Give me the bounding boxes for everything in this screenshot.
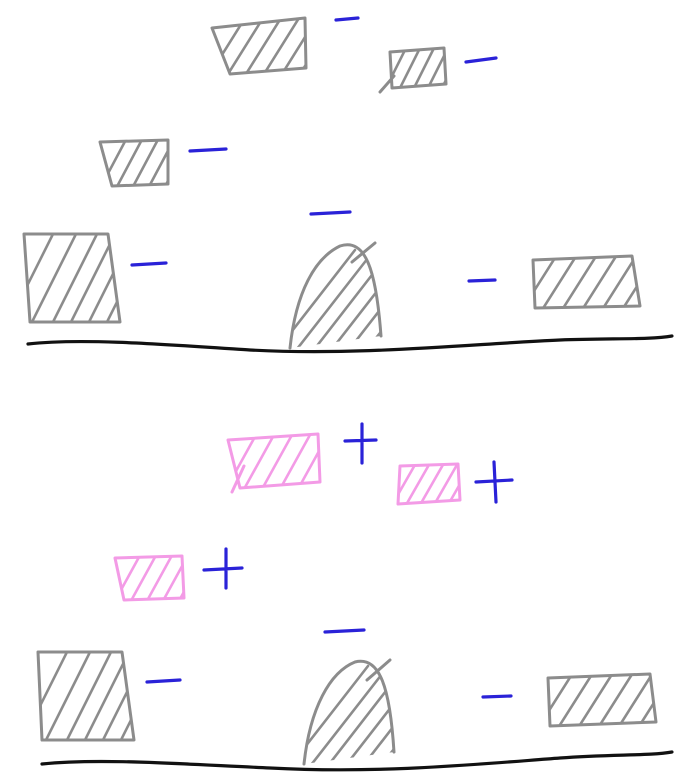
negative-box-object: [380, 40, 466, 100]
minus-sign: [336, 18, 358, 20]
negative-box-object: [24, 638, 166, 754]
negative-box-object: [538, 668, 675, 728]
negative-dome-object: [285, 243, 406, 366]
minus-sign: [132, 263, 166, 265]
positive-box-object: [388, 456, 476, 512]
plus-sign: [345, 424, 376, 463]
bottom-scene: [24, 424, 675, 778]
positive-box-object: [220, 424, 352, 500]
negative-box-object: [522, 250, 660, 310]
negative-box-object: [200, 10, 340, 90]
negative-box-object: [10, 220, 152, 336]
ground-line: [28, 336, 672, 352]
positive-box-object: [110, 548, 208, 610]
top-scene: [10, 10, 672, 366]
minus-sign: [483, 696, 511, 697]
ground-line: [42, 752, 672, 770]
minus-sign: [325, 630, 364, 632]
minus-sign: [466, 58, 496, 62]
plus-sign: [204, 549, 242, 588]
plus-sign: [476, 462, 512, 502]
negative-dome-object: [298, 660, 420, 778]
minus-sign: [147, 680, 180, 682]
minus-sign: [190, 149, 226, 151]
minus-sign: [311, 212, 350, 214]
negative-box-object: [96, 132, 194, 196]
minus-sign: [469, 280, 495, 281]
